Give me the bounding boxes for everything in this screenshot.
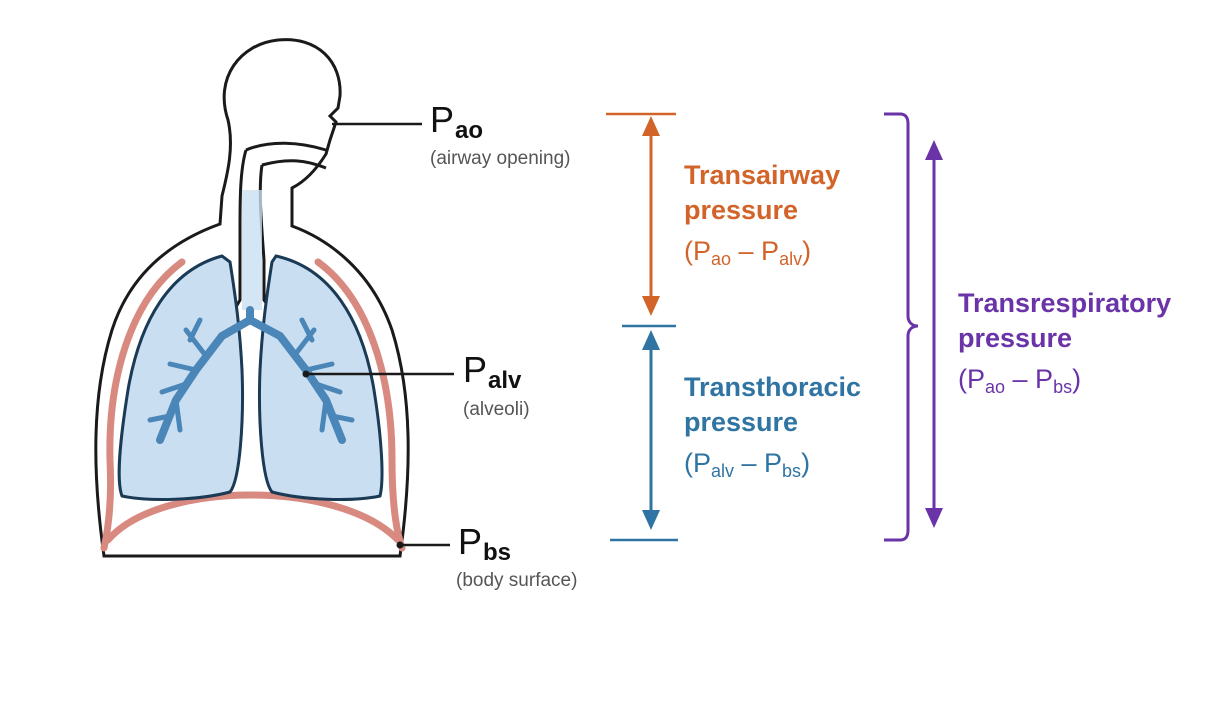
transairway-title-line2: pressure [684,195,799,225]
p-ao-symbol: P [430,99,455,140]
p-alv-label: Palv [463,352,521,393]
bronchial-tree [147,306,355,444]
p-bs-symbol: P [458,521,483,562]
transrespiratory-title-line2: pressure [958,323,1073,353]
p-bs-label: Pbs [458,524,511,565]
p-alv-description: (alveoli) [463,399,530,420]
transairway-formula: (Pao – Palv) [684,236,812,269]
p-bs-description: (body surface) [456,570,578,591]
trachea-fill [242,190,262,310]
body-outline [94,38,410,558]
transthoracic-formula: (Palv – Pbs) [684,448,811,481]
p-ao-label: Pao [430,102,483,143]
nasal-cavity [245,141,327,170]
p-ao-description: (airway opening) [430,148,571,169]
transrespiratory-text: Transrespiratory pressure (Pao – Pbs) [958,286,1171,405]
p-ao-subscript: ao [455,117,484,144]
transrespiratory-bracket [884,112,919,542]
p-alv-subscript: alv [488,367,522,394]
transrespiratory-arrow [925,140,943,528]
right-lung [258,254,384,501]
transairway-title-line1: Transairway [684,160,841,190]
transthoracic-title-line2: pressure [684,407,799,437]
p-bs-subscript: bs [483,539,512,566]
transrespiratory-formula: (Pao – Pbs) [958,364,1082,397]
transthoracic-text: Transthoracic pressure (Palv – Pbs) [684,370,861,489]
transrespiratory-title-line1: Transrespiratory [958,288,1172,318]
transthoracic-title-line1: Transthoracic [684,372,862,402]
transairway-text: Transairway pressure (Pao – Palv) [684,158,840,277]
transairway-arrow [642,116,660,316]
chest-wall [100,258,406,552]
left-lung [117,254,244,501]
p-alv-symbol: P [463,349,488,390]
transthoracic-arrow [642,330,660,530]
